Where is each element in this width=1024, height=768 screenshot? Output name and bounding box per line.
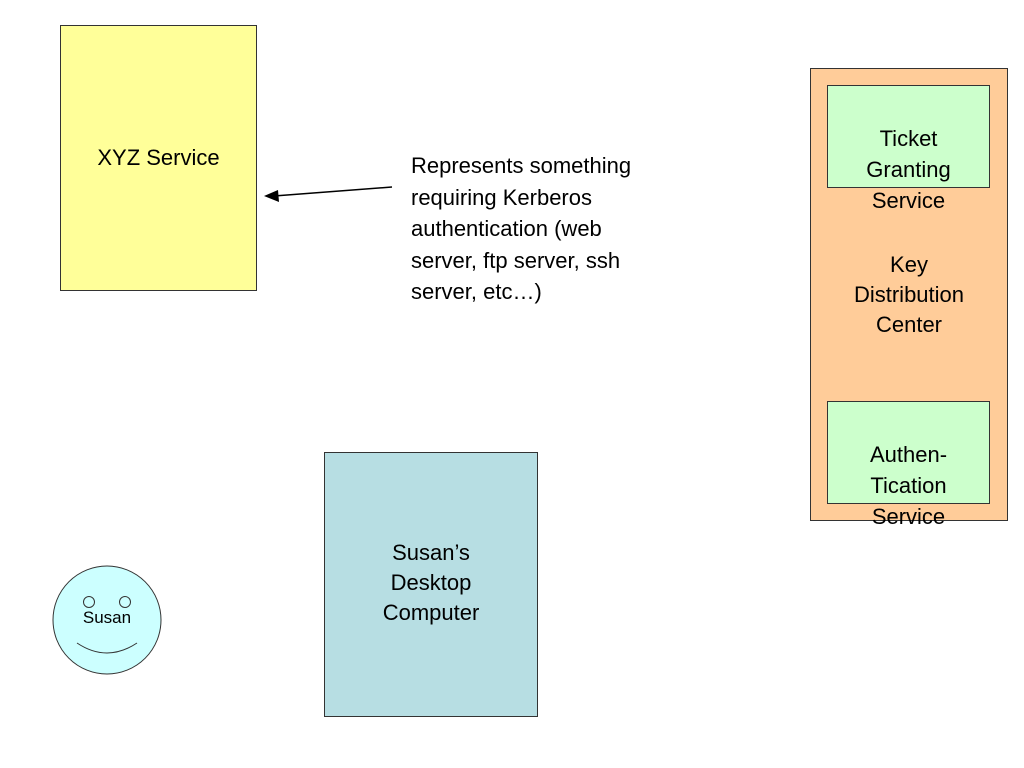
xyz-service-box: XYZ Service xyxy=(60,25,257,291)
user-name-label: Susan xyxy=(82,608,132,627)
desktop-computer-label: Susan’s Desktop Computer xyxy=(382,539,480,625)
ticket-granting-service-label: Ticket Granting Service xyxy=(866,126,951,213)
authentication-service-label: Authen- Tication Service xyxy=(869,442,948,529)
kdc-label: Key Distribution Center xyxy=(853,252,965,337)
desktop-computer-box: Susan’s Desktop Computer xyxy=(324,452,538,717)
ticket-granting-service-box: Ticket Granting Service xyxy=(827,85,990,213)
authentication-service-box: Authen- Tication Service xyxy=(827,401,990,529)
xyz-service-label: XYZ Service xyxy=(97,145,220,170)
smiley-face-icon xyxy=(52,565,162,675)
service-note: Represents something requiring Kerberos … xyxy=(411,153,632,304)
